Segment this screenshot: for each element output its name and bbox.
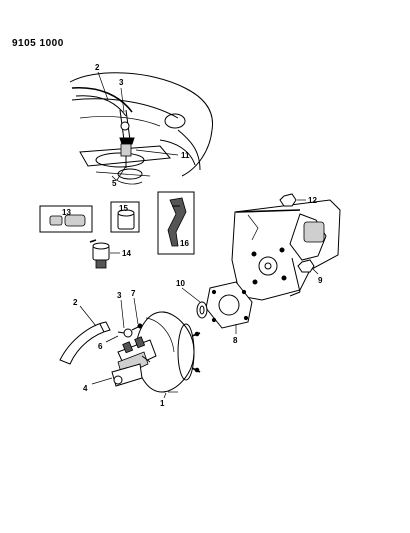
part-14-check-valve: 14 xyxy=(89,239,131,269)
callout-16: 16 xyxy=(180,239,189,248)
callout-5: 5 xyxy=(112,179,117,188)
callout-1: 1 xyxy=(160,399,165,408)
dash-panel-bracket: 12 9 xyxy=(231,193,341,301)
lower-callouts: 2 3 7 6 4 1 xyxy=(73,289,167,408)
callout-2-bottom: 2 xyxy=(73,298,78,307)
callout-4: 4 xyxy=(83,384,88,393)
callout-3-top: 3 xyxy=(119,78,124,87)
callout-8: 8 xyxy=(233,336,238,345)
callout-11: 11 xyxy=(181,151,190,160)
callout-6: 6 xyxy=(98,342,103,351)
brake-booster-assembly xyxy=(59,311,201,393)
callout-9: 9 xyxy=(318,276,323,285)
booster-gasket: 8 xyxy=(205,281,253,345)
part-13-box: 13 xyxy=(39,205,93,233)
callout-13: 13 xyxy=(62,208,71,217)
part-15-box: 15 xyxy=(110,201,140,233)
document-number: 9105 1000 xyxy=(12,38,64,49)
booster-seal: 10 xyxy=(176,279,208,319)
callout-10: 10 xyxy=(176,279,185,288)
callout-7: 7 xyxy=(131,289,136,298)
callout-15: 15 xyxy=(119,204,128,213)
callout-3-bottom: 3 xyxy=(117,291,122,300)
engine-vacuum-inset: 2 3 11 5 xyxy=(69,63,214,188)
part-16-box: 16 xyxy=(157,191,195,255)
callout-12: 12 xyxy=(308,196,317,205)
callout-14: 14 xyxy=(122,249,131,258)
callout-2-top: 2 xyxy=(95,63,100,72)
